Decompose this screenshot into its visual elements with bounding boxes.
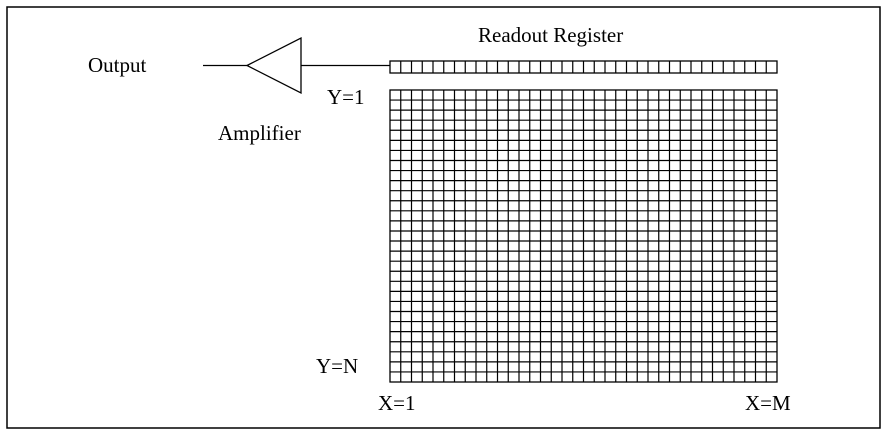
amplifier-label: Amplifier xyxy=(218,121,301,145)
amplifier-triangle xyxy=(245,36,302,95)
readout-register-label: Readout Register xyxy=(478,23,623,47)
readout-register-cells xyxy=(400,61,767,73)
x-last-label: X=M xyxy=(745,391,791,415)
pixel-array xyxy=(389,89,778,383)
y-first-label: Y=1 xyxy=(327,85,365,109)
x-first-label: X=1 xyxy=(378,391,416,415)
y-last-label: Y=N xyxy=(316,354,358,378)
output-label: Output xyxy=(88,53,147,77)
diagram-frame xyxy=(6,6,881,429)
pixel-array-grid xyxy=(390,90,777,382)
readout-register xyxy=(389,60,778,74)
